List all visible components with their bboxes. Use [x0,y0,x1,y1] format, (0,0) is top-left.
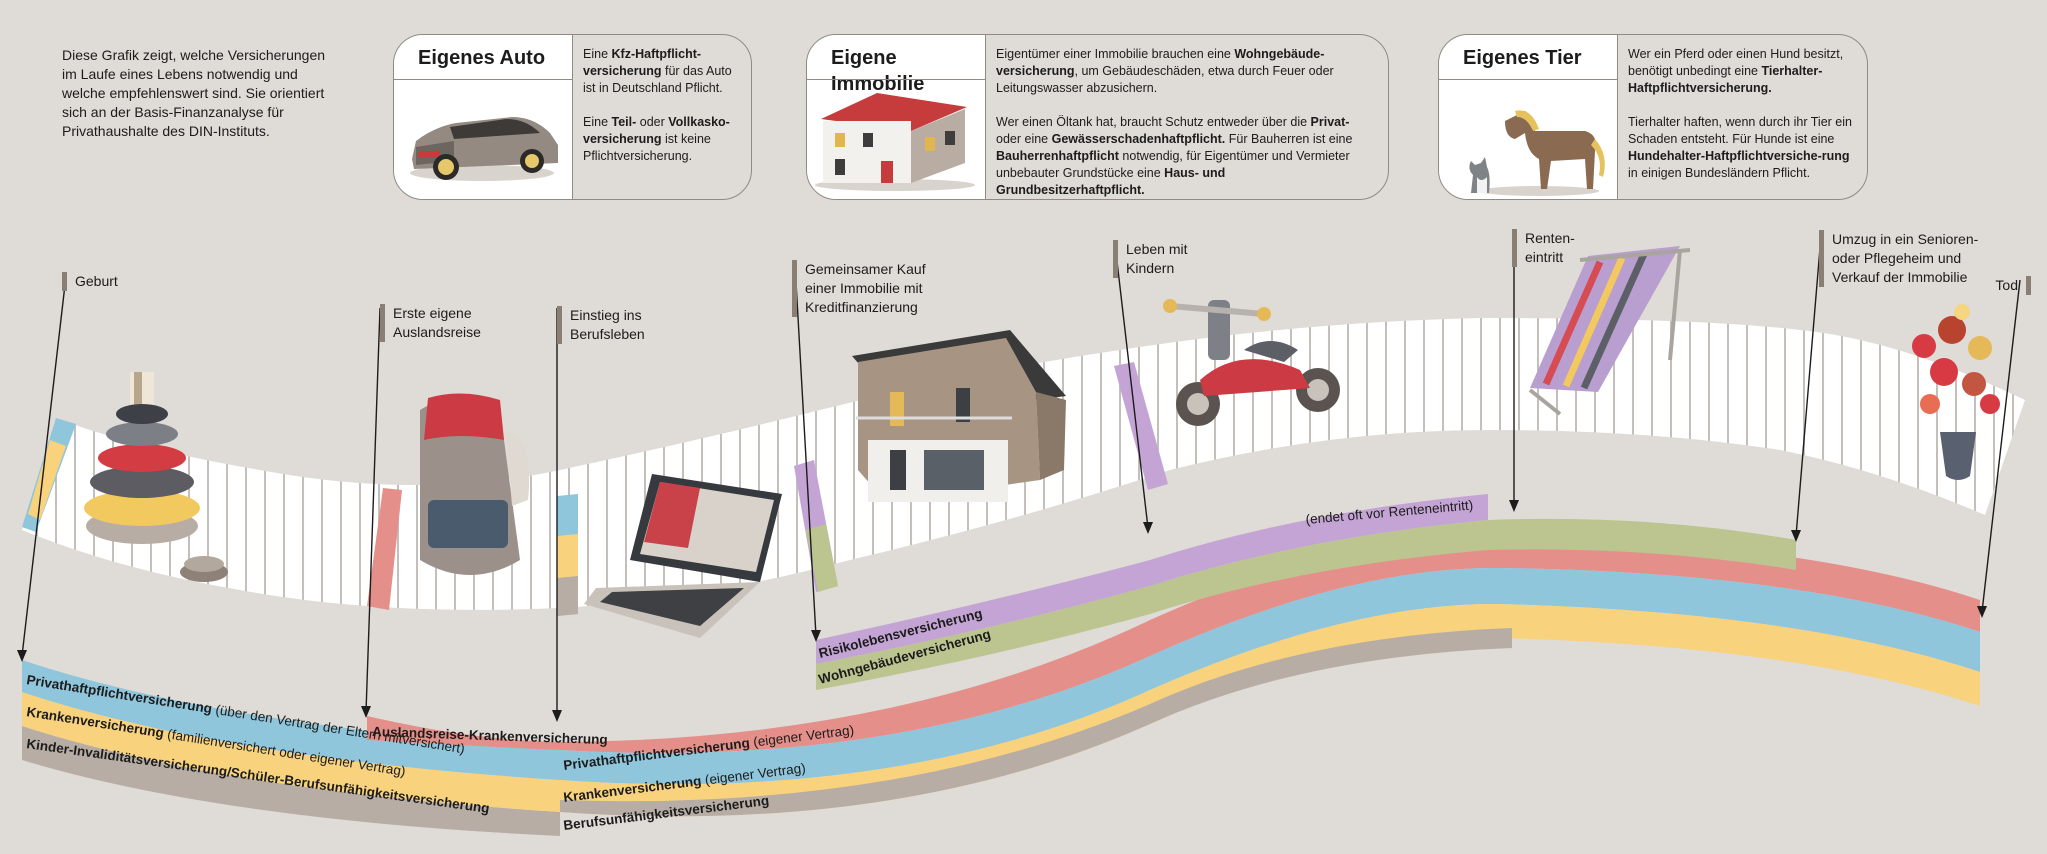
card-text: Eigentümer einer Immobilie brauchen eine… [996,46,1376,199]
event-arrows [17,232,2021,722]
card-thumb: Eigene Immobilie [807,35,986,199]
event-label-geburt: Geburt [62,272,195,291]
band-green [816,518,1796,690]
house-icon [815,93,975,191]
card-paragraph: Tierhalter haften, wenn durch ihr Tier e… [1628,115,1852,180]
path-marker-yellow [557,534,578,580]
card-text: Wer ein Pferd oder einen Hund besitzt, b… [1628,46,1858,199]
card-eigene-immobilie: Eigene Immobilie Eigentümer einer Immobi… [806,34,1389,200]
deck-chair-icon [1528,246,1691,416]
band-blue [22,660,560,780]
house-icon [852,330,1066,502]
band-taupe [22,726,560,836]
card-text: Eine Kfz-Haftpflicht-versicherung für da… [583,46,738,182]
card-thumb: Eigenes Tier [1439,35,1618,199]
intro-text: Diese Grafik zeigt, welche Versicherunge… [62,47,326,139]
path-marker-yellow [28,440,66,520]
event-label-immobilie: Gemeinsamer Kauf einer Immobilie mit Kre… [792,260,939,317]
event-label-tod: Tod [1960,276,2031,295]
card-thumb: Eigenes Auto [394,35,573,199]
card-eigenes-auto: Eigenes Auto Eine Kfz-Haftpflicht-versic… [393,34,752,200]
balance-bike-icon [1163,299,1340,426]
car-icon [410,117,558,181]
divider [807,79,985,80]
card-paragraph: Eine Kfz-Haftpflicht-versicherung für da… [583,47,732,95]
path-marker-green [806,524,838,592]
divider [1439,79,1617,80]
horse-icon [1479,110,1605,196]
insurance-bands [22,494,1980,836]
card-paragraph: Wer ein Pferd oder einen Hund besitzt, b… [1628,47,1844,95]
path-marker-taupe [557,576,578,616]
path-marker-purple [1114,362,1168,490]
laptop-icon [584,474,782,638]
band-yellow [22,692,560,812]
band-purple [816,494,1488,664]
divider [394,79,572,80]
event-label-auslandsreise: Erste eigene Auslandsreise [380,304,503,342]
backpack-icon [420,393,530,575]
card-title: Eigene Immobilie [831,47,925,95]
path-marker-red [367,488,402,610]
card-title: Eigenes Auto [418,47,546,69]
card-paragraph: Wer einen Öltank hat, braucht Schutz ent… [996,115,1353,197]
band-red [367,535,1980,753]
card-title: Eigenes Tier [1463,47,1582,69]
event-label-rente: Renten-eintritt [1512,229,1585,267]
card-eigenes-tier: Eigenes Tier Wer ein Pferd oder einen Hu… [1438,34,1868,200]
card-paragraph: Eine Teil- oder Vollkasko-versicherung i… [583,115,730,163]
dog-icon [1469,157,1490,193]
band-taupe-adult [560,628,1512,817]
flower-vase-icon [1912,304,2000,480]
event-label-kinder: Leben mit Kindern [1113,240,1206,278]
stacking-toy-icon [84,372,228,582]
card-paragraph: Eigentümer einer Immobilie brauchen eine… [996,47,1334,95]
event-label-senioren: Umzug in ein Senioren- oder Pflegeheim u… [1819,230,1992,287]
band-blue-adult [560,567,1980,785]
event-label-berufsleben: Einstieg ins Berufsleben [557,306,670,344]
band-yellow-adult [560,603,1980,817]
